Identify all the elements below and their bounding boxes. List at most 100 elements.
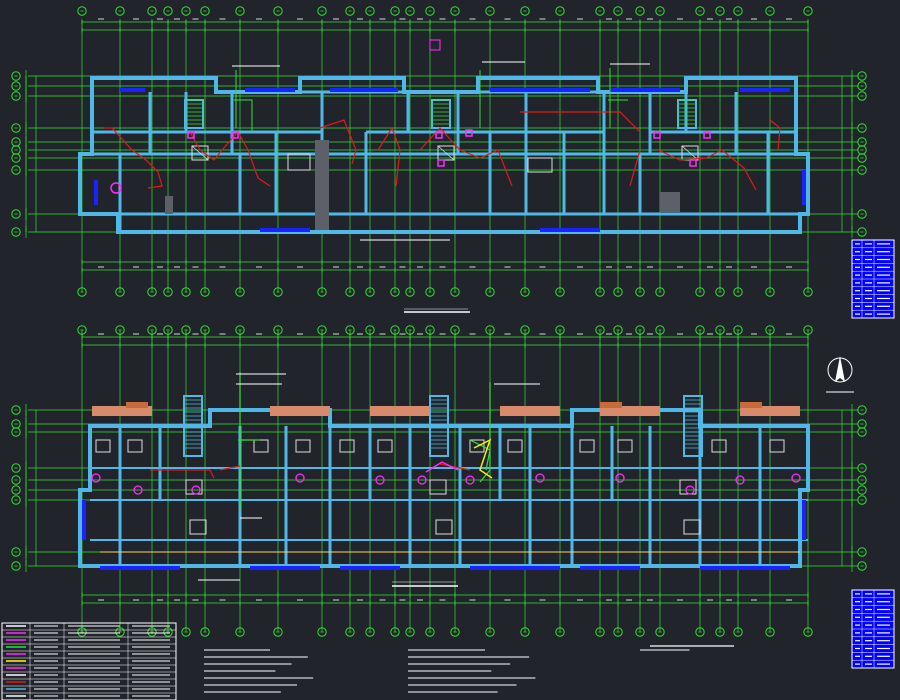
plumbing-fixture [465,129,473,137]
grid-bubble [655,287,665,297]
grid-bubble [655,627,665,637]
grid-bubble [11,227,21,237]
sanitary-fixture [617,439,633,453]
plumbing-fixture [435,131,443,139]
north-arrow-needle [835,356,845,382]
grid-bubble [695,627,705,637]
grid-bubble [317,627,327,637]
grid-bubble [345,627,355,637]
grid-bubble [520,627,530,637]
sanitary-fixture [769,439,785,453]
elevator [437,145,455,161]
legend-table [1,622,177,700]
elevator-mark [437,145,455,161]
grid-bubble [715,325,725,335]
plumbing-fixture [689,159,697,167]
grid-bubble [595,6,605,16]
balcony [500,406,560,416]
grid-bubble [857,227,867,237]
grid-bubble [857,91,867,101]
grid-bubble [11,547,21,557]
grid-bubble [11,81,21,91]
grid-bubble [345,325,355,335]
grid-bubble [450,6,460,16]
legend-frame [1,622,177,700]
grid-bubble [235,6,245,16]
grid-bubble [235,627,245,637]
grid-bubble [147,627,157,637]
notes-block-1 [204,649,314,693]
drainage-pipe [234,68,628,132]
grid-bubble [11,561,21,571]
grid-bubble [695,6,705,16]
first-floor-plumbing-plan[interactable] [78,372,810,647]
grid-bubble [595,627,605,637]
grid-bubble [11,91,21,101]
gas-pipe [473,438,493,479]
floor-drain-icon [191,485,201,495]
grid-bubble [635,287,645,297]
grid-bubble [317,325,327,335]
grid-bubble [11,71,21,81]
grid-bubble [273,287,283,297]
grid-bubble [715,627,725,637]
grid-bubble [485,287,495,297]
grid-bubble [181,6,191,16]
grid-bubble [635,627,645,637]
grid-bubble [765,627,775,637]
grid-bubble [147,6,157,16]
floor-drain-icon [615,473,625,483]
grid-bubble [11,153,21,163]
right-table-bottom [851,589,895,669]
floor-drain-icon [133,485,143,495]
structural-column [660,192,680,212]
grid-bubble [613,287,623,297]
grid-bubble [317,287,327,297]
grid-bubble [405,287,415,297]
grid-bubble [115,287,125,297]
grid-bubble [11,475,21,485]
grid-bubble [555,325,565,335]
grid-bubble [365,287,375,297]
north-arrow-icon [826,356,854,393]
grid-bubble [695,325,705,335]
plumbing-fixture [187,131,195,139]
plumbing-fixture [437,159,445,167]
grid-bubble [857,165,867,175]
grid-bubble [485,6,495,16]
sanitary-fixture [377,439,393,453]
grid-bubble [520,325,530,335]
grid-bubble [425,627,435,637]
sanitary-fixture [295,439,311,453]
grid-bubble [365,6,375,16]
grid-bubble [390,287,400,297]
grid-bubble [163,627,173,637]
grid-bubble [115,325,125,335]
right-table-top [851,239,895,319]
floor-drain-icon [91,473,101,483]
pipe-tag [429,39,441,51]
elevator [189,519,207,535]
grid-bubble [857,71,867,81]
grid-bubble [273,325,283,335]
water-supply-pipe [150,463,471,479]
grid-bubble [450,287,460,297]
elevator [429,479,447,495]
grid-bubble [181,287,191,297]
floor-drain-icon [465,475,475,485]
basement-plumbing-plan[interactable] [78,39,810,313]
balcony-rail [740,402,762,408]
grid-bubble [163,325,173,335]
floor-drain-icon [417,475,427,485]
grid-bubble [733,627,743,637]
sanitary-fixture [253,439,269,453]
grid-bubble [857,485,867,495]
grid-bubble [405,627,415,637]
grid-bubble [11,427,21,437]
grid-bubble [11,165,21,175]
grid-bubble [857,475,867,485]
grid-bubble [450,627,460,637]
sanitary-fixture [507,439,523,453]
grid-bubble [733,6,743,16]
